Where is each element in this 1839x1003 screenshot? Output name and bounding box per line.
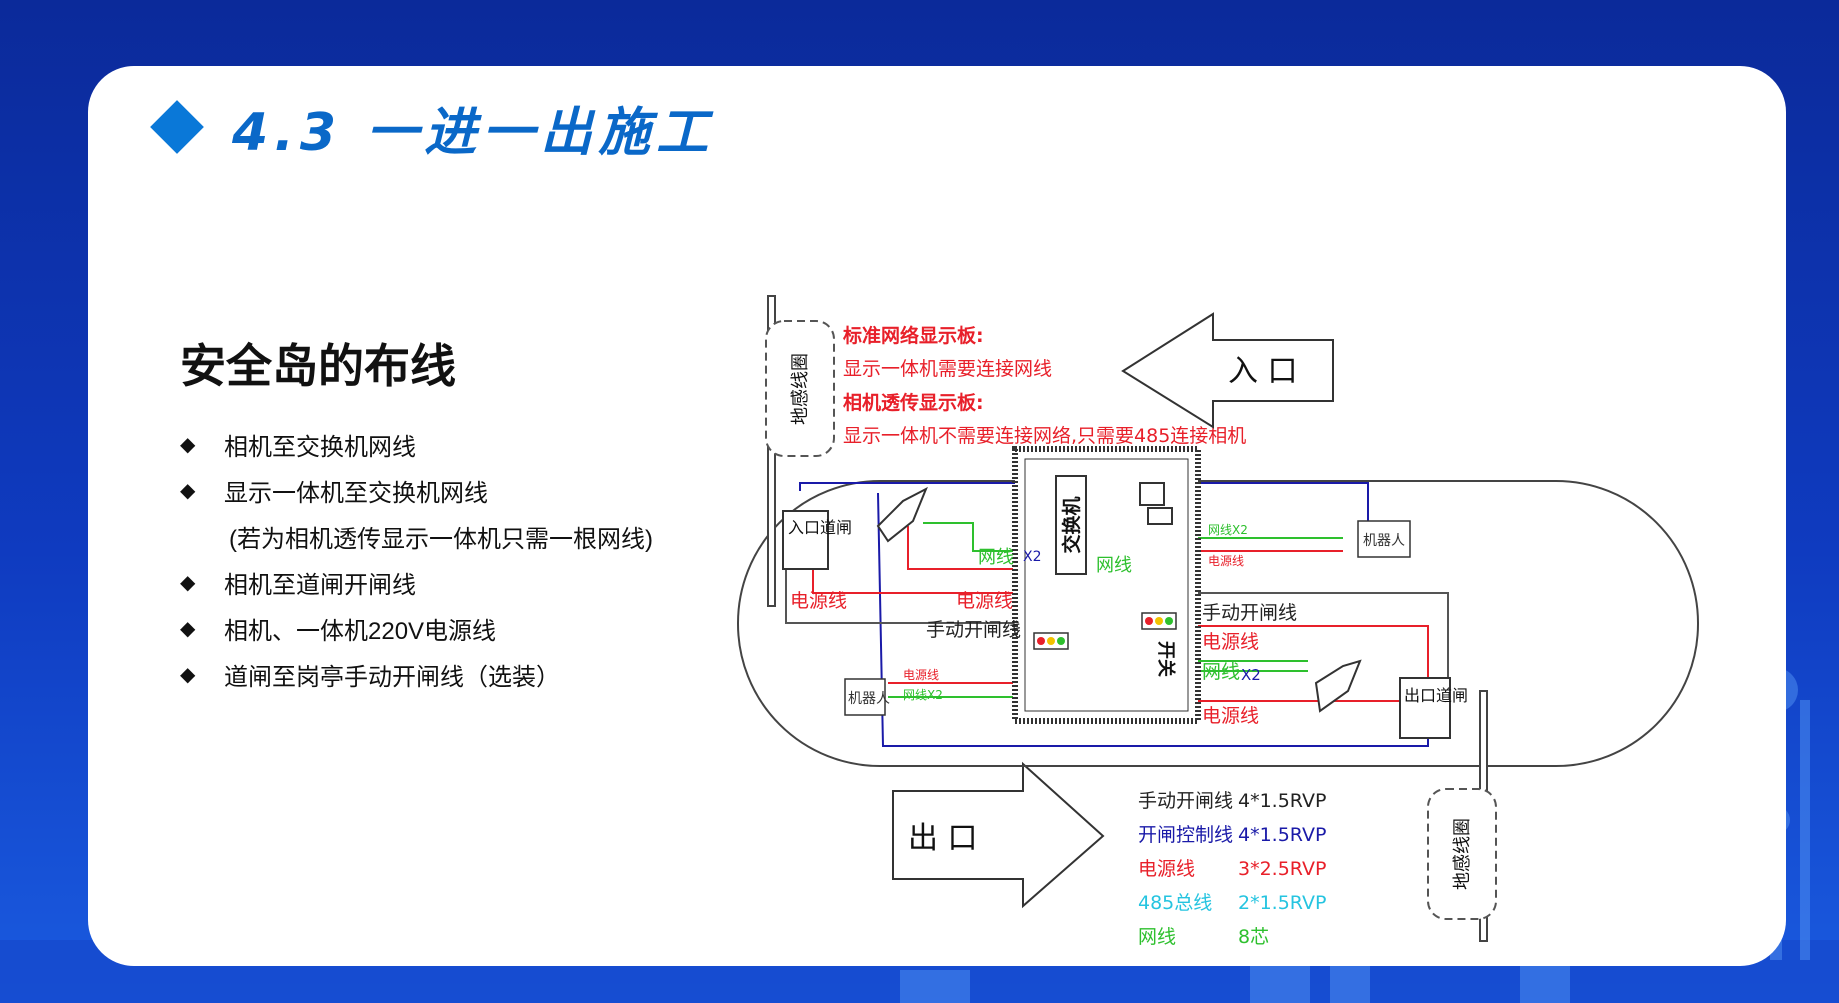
entry-arrow: 入 口 (1121, 312, 1334, 429)
legend-spec: 2*1.5RVP (1238, 892, 1326, 914)
legend-spec: 8芯 (1238, 926, 1269, 948)
slide-title: 4.3 一进一出施工 (232, 102, 715, 163)
bullet-item: ◆ 相机至交换机网线 (180, 433, 416, 461)
wire-label-power: 电源线 (956, 590, 1013, 612)
wire-label-power: 电源线 (1202, 705, 1259, 727)
switch-box-label: 开关 (1155, 641, 1177, 677)
exit-ground-loop (1427, 788, 1497, 920)
display-unit-top (1357, 520, 1411, 558)
exit-arrow-label: 出 口 (908, 821, 978, 856)
diamond-bullet-icon (150, 100, 204, 154)
diamond-icon: ◆ (180, 479, 196, 502)
legend-spec: 4*1.5RVP (1238, 790, 1326, 812)
bullet-item: ◆ 道闸至岗亭手动开闸线（选装） (180, 663, 560, 691)
legend-name: 网线 (1138, 926, 1176, 948)
legend-name: 485总线 (1138, 892, 1212, 914)
note-title-standard: 标准网络显示板: (843, 324, 984, 347)
wire-label-x2: X2 (1241, 666, 1261, 684)
note-body-standard: 显示一体机需要连接网线 (843, 358, 1052, 380)
diamond-icon: ◆ (180, 433, 196, 456)
wire-label-network: 网线 (1202, 661, 1240, 683)
wire-label-power: 电源线 (790, 590, 847, 612)
exit-barrier-gate (1399, 677, 1451, 739)
wiring-diagram: 标准网络显示板: 显示一体机需要连接网线 相机透传显示板: 显示一体机不需要连接… (737, 295, 1699, 948)
wire-label-power: 电源线 (1208, 554, 1244, 568)
wire-label-power: 电源线 (903, 668, 939, 682)
legend-name: 开闸控制线 (1138, 824, 1233, 846)
bullet-subnote: (若为相机透传显示一体机只需一根网线) (229, 525, 653, 553)
exit-camera (1314, 659, 1362, 713)
bullet-list: ◆ 相机至交换机网线 ◆ 显示一体机至交换机网线 (若为相机透传显示一体机只需一… (180, 421, 653, 697)
diamond-icon: ◆ (180, 663, 196, 686)
legend-spec: 3*2.5RVP (1238, 858, 1326, 880)
note-title-passthrough: 相机透传显示板: (843, 391, 984, 414)
wire-label-network: 网线 (1096, 555, 1132, 576)
entry-loop-label: 地感线圈 (790, 353, 811, 425)
safety-island-outline (737, 480, 1699, 767)
content-card: 4.3 一进一出施工 安全岛的布线 ◆ 相机至交换机网线 ◆ 显示一体机至交换机… (88, 66, 1786, 966)
traffic-light-icon (1141, 612, 1177, 630)
exit-loop-label: 地感线圈 (1452, 818, 1473, 890)
entry-gate-label: 入口道闸 (788, 518, 852, 537)
display-unit-top-label: 机器人 (1363, 533, 1405, 549)
network-switch (1055, 475, 1087, 575)
entry-camera (876, 486, 928, 543)
slide-header: 4.3 一进一出施工 (150, 92, 715, 163)
bullet-item: ◆ 相机、一体机220V电源线 (180, 617, 497, 645)
traffic-light-icon (1033, 632, 1069, 650)
wire-legend: 手动开闸线 4*1.5RVP 开闸控制线 4*1.5RVP 电源线 3*2.5R… (1138, 790, 1326, 948)
exit-arrow: 出 口 (892, 761, 1105, 909)
switch-label: 交换机 (1060, 496, 1083, 553)
bullet-item: ◆ 相机至道闸开闸线 (180, 571, 416, 599)
display-unit-bottom (844, 678, 886, 716)
entry-arrow-label: 入 口 (1228, 354, 1298, 389)
legend-name: 电源线 (1138, 858, 1195, 880)
entry-barrier-gate (782, 510, 829, 570)
entry-ground-loop (765, 320, 835, 457)
wire-label-power: 电源线 (1202, 631, 1259, 653)
wire-label-network: 网线 (978, 547, 1014, 568)
diamond-icon: ◆ (180, 571, 196, 594)
legend-spec: 4*1.5RVP (1238, 824, 1326, 846)
diamond-icon: ◆ (180, 617, 196, 640)
wire-label-network-x2: 网线X2 (1208, 523, 1248, 537)
computer-icon (1139, 482, 1173, 525)
display-unit-bottom-label: 机器人 (848, 691, 890, 707)
note-body-passthrough: 显示一体机不需要连接网络,只需要485连接相机 (843, 425, 1246, 447)
bullet-item: ◆ 显示一体机至交换机网线 (180, 479, 488, 507)
wire-label-manual-open: 手动开闸线 (926, 619, 1021, 641)
wire-label-x2: X2 (1023, 549, 1042, 565)
wire-label-manual-open: 手动开闸线 (1202, 602, 1297, 624)
exit-gate-label: 出口道闸 (1404, 686, 1468, 705)
wire-label-network-x2: 网线X2 (903, 688, 943, 702)
legend-name: 手动开闸线 (1138, 790, 1233, 812)
section-title: 安全岛的布线 (180, 339, 456, 393)
